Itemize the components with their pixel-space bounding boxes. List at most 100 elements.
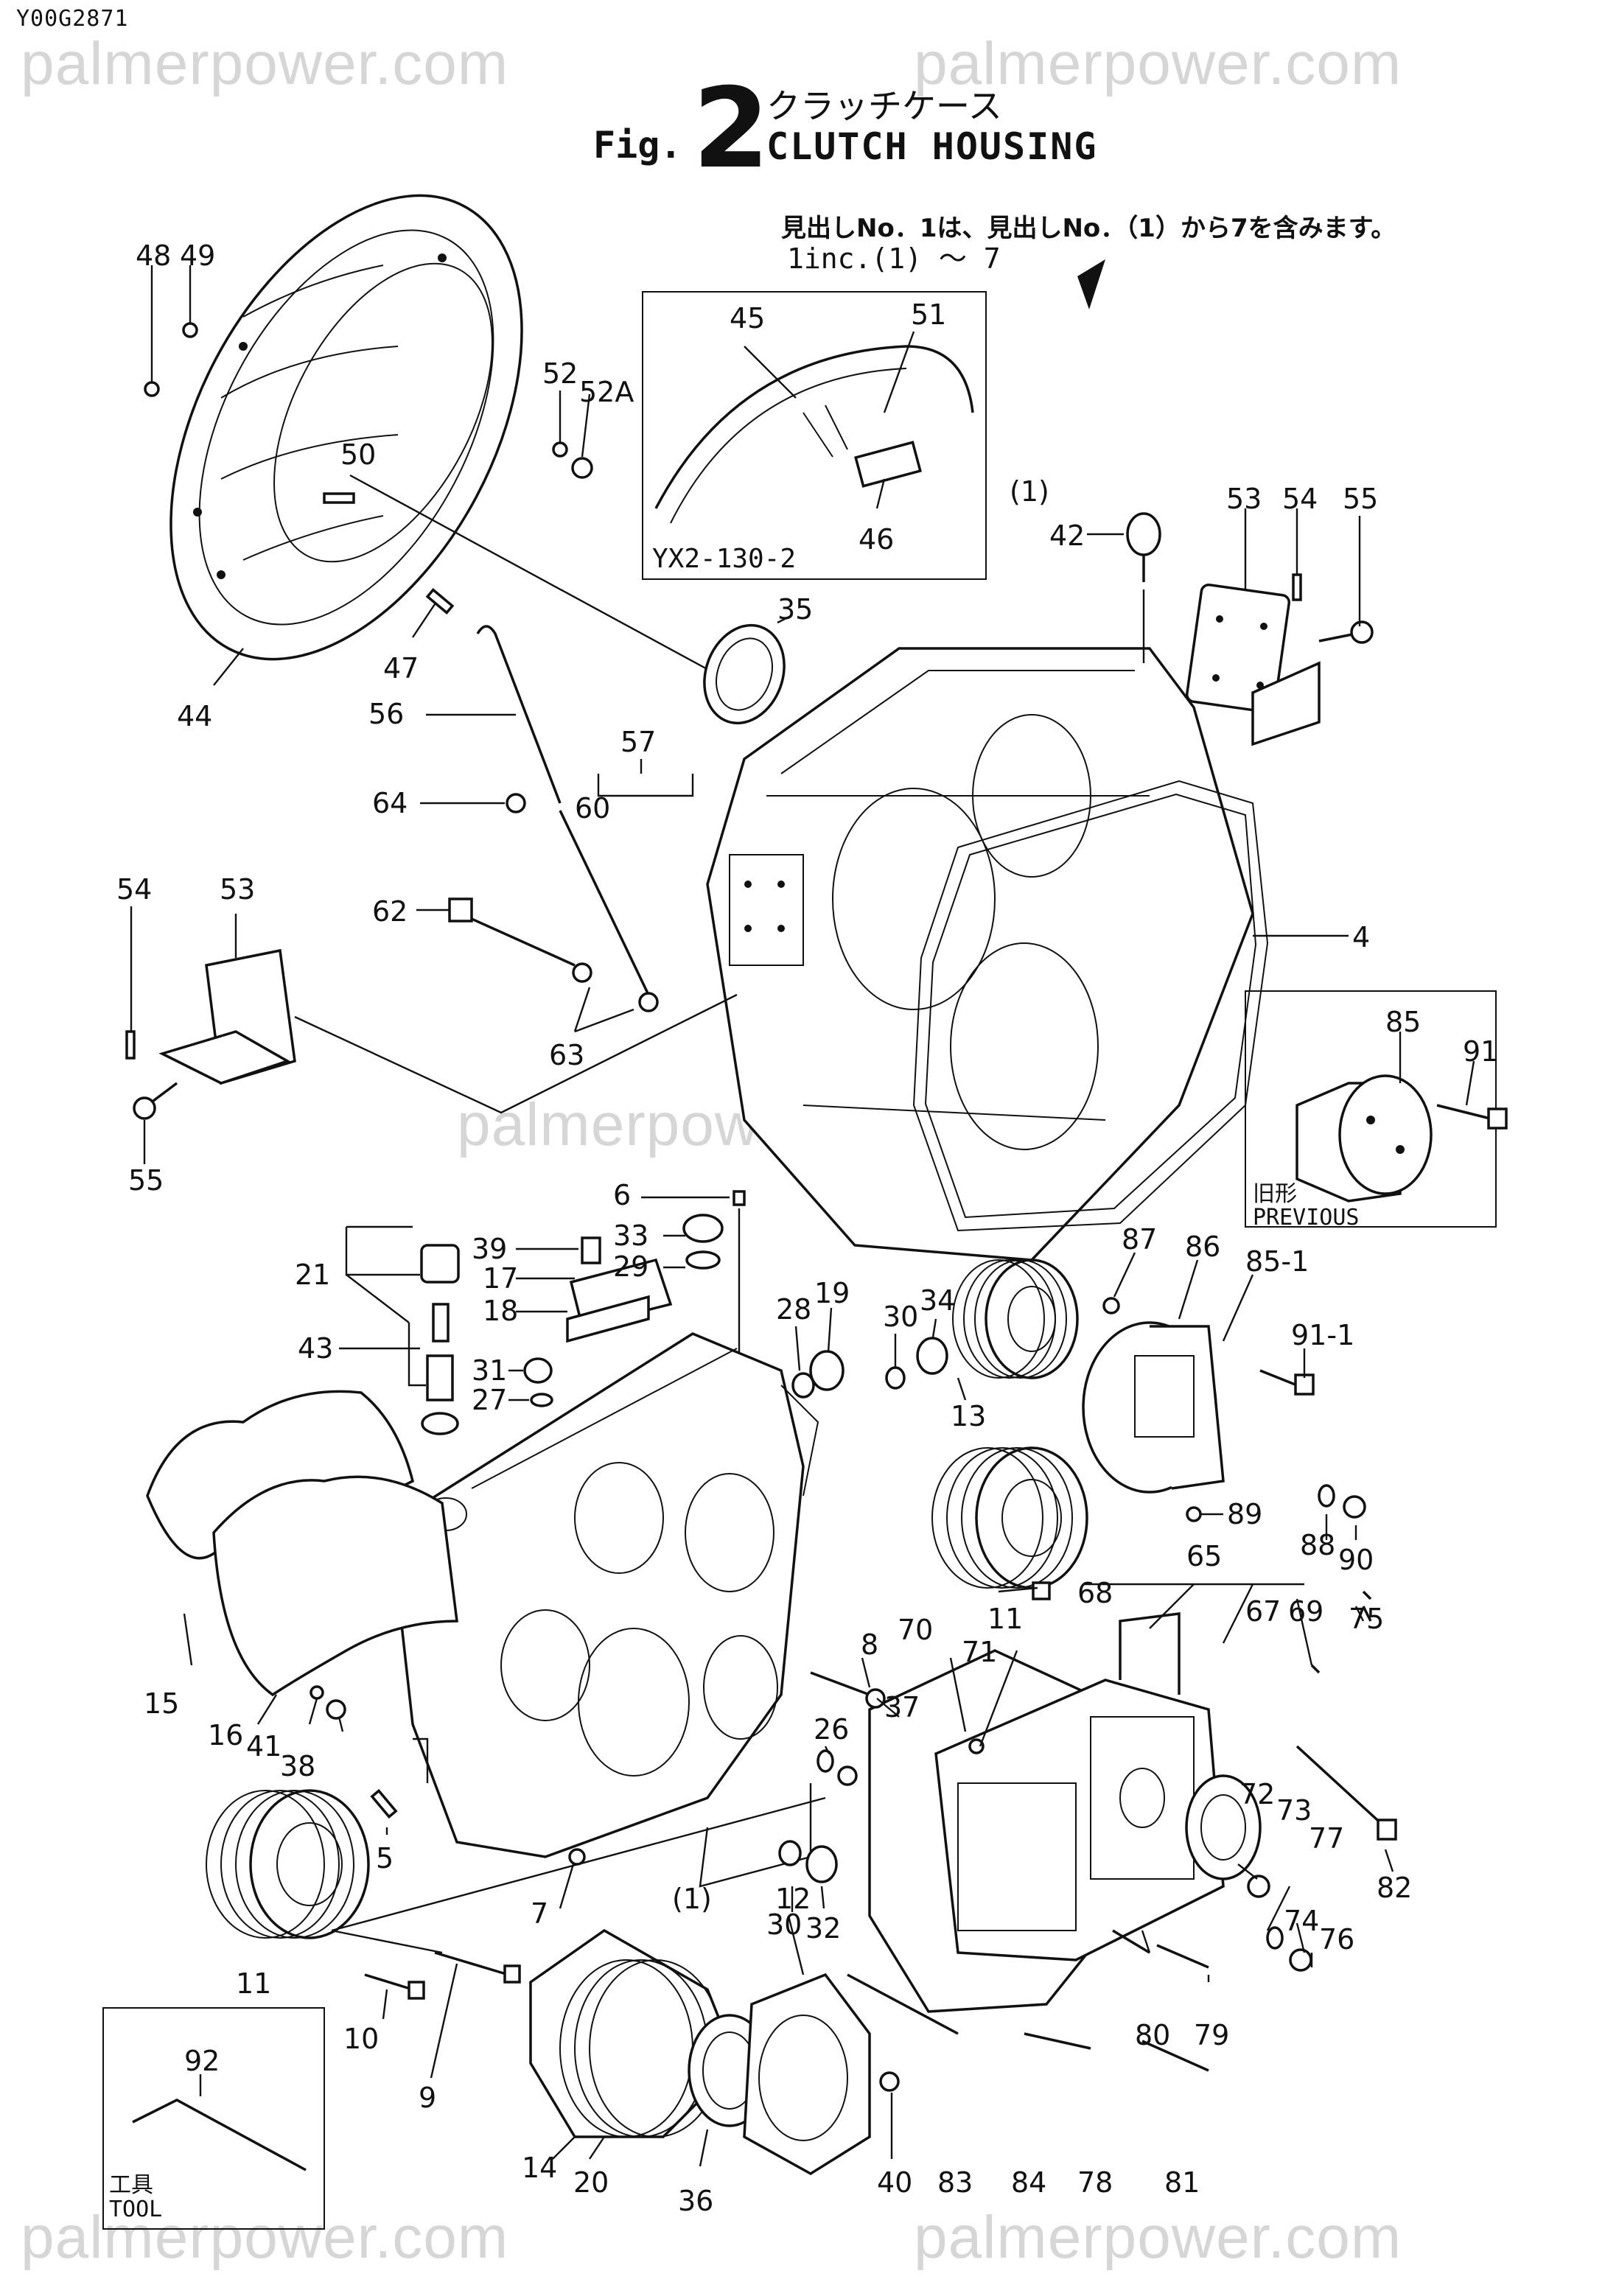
callout-86: 86 <box>1185 1231 1220 1263</box>
callout-43: 43 <box>298 1332 333 1365</box>
callout-69: 69 <box>1288 1595 1323 1628</box>
callout-89: 89 <box>1227 1498 1262 1530</box>
bolt-55-left <box>133 1096 156 1120</box>
plug-32 <box>805 1845 838 1883</box>
plug-52a <box>571 457 593 479</box>
figure-number: 2 <box>693 65 770 193</box>
callout-15: 15 <box>144 1687 179 1720</box>
coil-11-upper <box>931 1446 1088 1589</box>
cover-72 <box>1185 1774 1262 1880</box>
callout-57: 57 <box>620 726 656 758</box>
pin-47 <box>425 588 455 615</box>
pin-67 <box>1362 1606 1372 1622</box>
bolt-10 <box>364 1973 413 1991</box>
callout-84: 84 <box>1011 2166 1046 2199</box>
callout-68: 68 <box>1077 1577 1113 1609</box>
figure-title-en: CLUTCH HOUSING <box>766 125 1098 168</box>
callout-50: 50 <box>340 438 376 471</box>
washer-26 <box>817 1749 834 1773</box>
clutch-housing-lower <box>396 1332 819 1858</box>
callout-53-left: 53 <box>220 873 255 906</box>
plug-68 <box>1032 1581 1051 1600</box>
washer-88 <box>1318 1484 1335 1508</box>
callout-73: 73 <box>1276 1794 1312 1827</box>
inset-detail-frame <box>642 291 987 580</box>
inset-tool-label-jp: 工具 <box>109 2172 153 2198</box>
callout-80: 80 <box>1135 2019 1170 2051</box>
callout-72: 72 <box>1239 1778 1275 1810</box>
callout-5: 5 <box>376 1842 394 1875</box>
watermark-bottom-right: palmerpower.com <box>914 2204 1402 2271</box>
callout-91-1: 91-1 <box>1291 1319 1354 1351</box>
bolt-81 <box>1141 2040 1209 2072</box>
callout-13: 13 <box>951 1400 986 1432</box>
washer-30a <box>885 1366 906 1390</box>
ring-63b <box>638 992 659 1012</box>
inset-detail-label: YX2-130-2 <box>652 544 796 574</box>
bolt-91-1 <box>1259 1369 1298 1387</box>
callout-88: 88 <box>1300 1529 1335 1561</box>
bolt-91-previous <box>1436 1104 1497 1121</box>
inset-tool-label-en: TOOL <box>109 2197 162 2222</box>
callout-38: 38 <box>280 1750 315 1782</box>
figure-title-jp: クラッチケース <box>766 86 1002 126</box>
pin-5 <box>370 1788 398 1819</box>
bolt-87 <box>1102 1297 1120 1315</box>
washer-27 <box>530 1393 553 1407</box>
callout-29: 29 <box>613 1250 648 1283</box>
callout-33: 33 <box>613 1219 648 1252</box>
cover-12 <box>743 1973 871 2176</box>
callout-47: 47 <box>383 652 419 685</box>
callout-1-upper: (1) <box>1010 475 1049 508</box>
gasket-4 <box>912 780 1269 1232</box>
bolt-62 <box>456 911 576 967</box>
callout-14: 14 <box>522 2152 557 2184</box>
plug-76 <box>1289 1948 1312 1972</box>
bolt-77 <box>1247 1875 1270 1898</box>
callout-30-upper: 30 <box>883 1301 918 1333</box>
callout-17: 17 <box>483 1262 518 1295</box>
arrow-marker-icon <box>1077 259 1105 309</box>
nut-64 <box>506 793 526 813</box>
plug-19 <box>809 1350 845 1391</box>
callout-55-right: 55 <box>1343 483 1378 515</box>
eye-bolt-42 <box>1126 512 1161 556</box>
callout-46: 46 <box>859 523 894 556</box>
callout-8: 8 <box>861 1628 878 1661</box>
plate-46 <box>854 441 922 488</box>
coil-11-lower <box>206 1789 370 1939</box>
ring-63a <box>572 962 592 983</box>
callout-65: 65 <box>1186 1540 1222 1572</box>
bolt-78 <box>1024 2032 1091 2050</box>
oil-seal-35 <box>703 623 786 725</box>
bolt-49 <box>182 322 198 338</box>
callout-40: 40 <box>877 2166 912 2199</box>
nut-48 <box>144 381 160 397</box>
callout-41: 41 <box>246 1730 282 1763</box>
clutch-housing-upper <box>706 647 1254 1261</box>
bolt-39 <box>581 1236 601 1264</box>
callout-83: 83 <box>937 2166 973 2199</box>
callout-45: 45 <box>730 302 765 335</box>
callout-85-1: 85-1 <box>1245 1245 1309 1278</box>
callout-92: 92 <box>184 2045 220 2077</box>
callout-85: 85 <box>1385 1006 1421 1038</box>
figure-note-en: 1inc.(1) ～ 7 <box>787 242 1001 275</box>
control-block-65 <box>934 1612 1225 1961</box>
callout-77: 77 <box>1309 1822 1344 1855</box>
callout-32: 32 <box>805 1912 841 1945</box>
plug-33 <box>682 1214 724 1243</box>
watermark-top-left: palmerpower.com <box>21 30 509 97</box>
callout-48: 48 <box>136 239 171 272</box>
callout-79: 79 <box>1194 2019 1229 2051</box>
hex-wrench-92 <box>132 2099 307 2171</box>
callout-31: 31 <box>472 1354 507 1387</box>
pin-69 <box>1310 1664 1321 1674</box>
bolt-26 <box>837 1765 858 1786</box>
bolt-79 <box>1156 1944 1209 1969</box>
callout-78: 78 <box>1077 2166 1113 2199</box>
gasket-18 <box>566 1295 650 1343</box>
inset-previous-label-en: PREVIOUS <box>1253 1205 1360 1231</box>
callout-81: 81 <box>1164 2166 1200 2199</box>
